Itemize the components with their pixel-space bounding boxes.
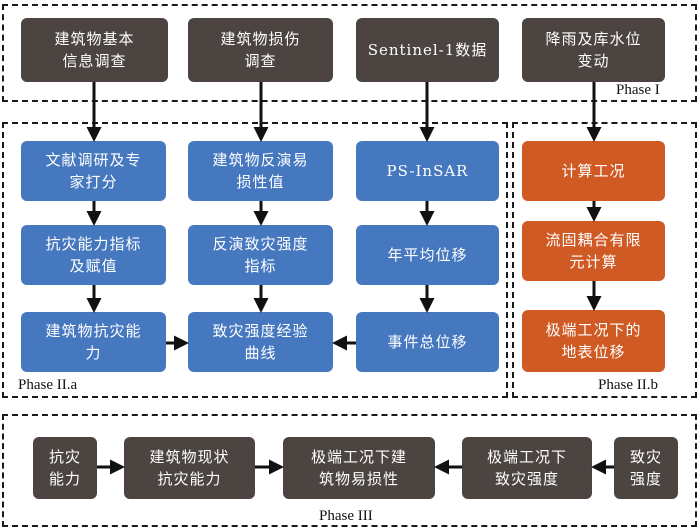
sentinel-data-box: Sentinel-1数据 [356, 18, 499, 82]
psinsar-box: PS-InSAR [356, 141, 499, 201]
annual-displacement-box: 年平均位移 [356, 225, 499, 285]
literature-expert-box: 文献调研及专 家打分 [21, 141, 166, 201]
sentinel-data-text: Sentinel-1数据 [367, 41, 488, 59]
building-info-survey-text: 建筑物基本 信息调查 [54, 30, 135, 70]
inverse-vulnerability-text: 建筑物反演易 损性值 [212, 151, 309, 191]
event-displacement-text: 事件总位移 [387, 333, 468, 351]
calc-condition-text: 计算工况 [561, 162, 626, 180]
resistance-index-box: 抗灾能力指标 及赋值 [21, 225, 166, 285]
psinsar-text: PS-InSAR [386, 162, 469, 180]
inverse-hazard-index-box: 反演致灾强度 指标 [188, 225, 333, 285]
current-resistance-text: 建筑物现状 抗灾能力 [149, 448, 230, 488]
hazard-small-box: 致灾 强度 [614, 437, 678, 499]
phase-2b-frame [512, 122, 697, 398]
rainfall-reservoir-box: 降雨及库水位 变动 [522, 18, 665, 82]
literature-expert-text: 文献调研及专 家打分 [45, 151, 142, 191]
phase-2a-label: Phase II.a [16, 377, 80, 394]
fem-calc-box: 流固耦合有限 元计算 [522, 221, 665, 281]
building-damage-survey-box: 建筑物损伤 调查 [188, 18, 333, 82]
rainfall-reservoir-text: 降雨及库水位 变动 [545, 30, 642, 70]
event-displacement-box: 事件总位移 [356, 312, 499, 372]
annual-displacement-text: 年平均位移 [387, 246, 468, 264]
phase-1-label: Phase I [614, 82, 662, 99]
hazard-curve-text: 致灾强度经验 曲线 [212, 322, 309, 362]
calc-condition-box: 计算工况 [522, 141, 665, 201]
building-damage-survey-text: 建筑物损伤 调查 [220, 30, 301, 70]
building-resistance-text: 建筑物抗灾能 力 [45, 322, 142, 362]
resistance-small-box: 抗灾 能力 [33, 437, 97, 499]
inverse-hazard-index-text: 反演致灾强度 指标 [212, 235, 309, 275]
phase-2a-frame [2, 122, 508, 398]
hazard-curve-box: 致灾强度经验 曲线 [188, 312, 333, 372]
extreme-vulnerability-box: 极端工况下建 筑物易损性 [283, 437, 435, 499]
extreme-displacement-box: 极端工况下的 地表位移 [522, 310, 665, 372]
extreme-vulnerability-text: 极端工况下建 筑物易损性 [310, 448, 407, 488]
phase-1-frame [2, 4, 697, 102]
hazard-small-text: 致灾 强度 [629, 448, 662, 488]
resistance-small-text: 抗灾 能力 [48, 448, 81, 488]
building-resistance-box: 建筑物抗灾能 力 [21, 312, 166, 372]
inverse-vulnerability-box: 建筑物反演易 损性值 [188, 141, 333, 201]
phase-3-label: Phase III [317, 508, 375, 525]
fem-calc-text: 流固耦合有限 元计算 [545, 231, 642, 271]
extreme-displacement-text: 极端工况下的 地表位移 [545, 321, 642, 361]
resistance-index-text: 抗灾能力指标 及赋值 [45, 235, 142, 275]
phase-3-frame [2, 414, 697, 527]
phase-2b-label: Phase II.b [596, 377, 660, 394]
building-info-survey-box: 建筑物基本 信息调查 [21, 18, 168, 82]
current-resistance-box: 建筑物现状 抗灾能力 [124, 437, 255, 499]
extreme-hazard-intensity-box: 极端工况下 致灾强度 [462, 437, 592, 499]
extreme-hazard-intensity-text: 极端工况下 致灾强度 [486, 448, 567, 488]
